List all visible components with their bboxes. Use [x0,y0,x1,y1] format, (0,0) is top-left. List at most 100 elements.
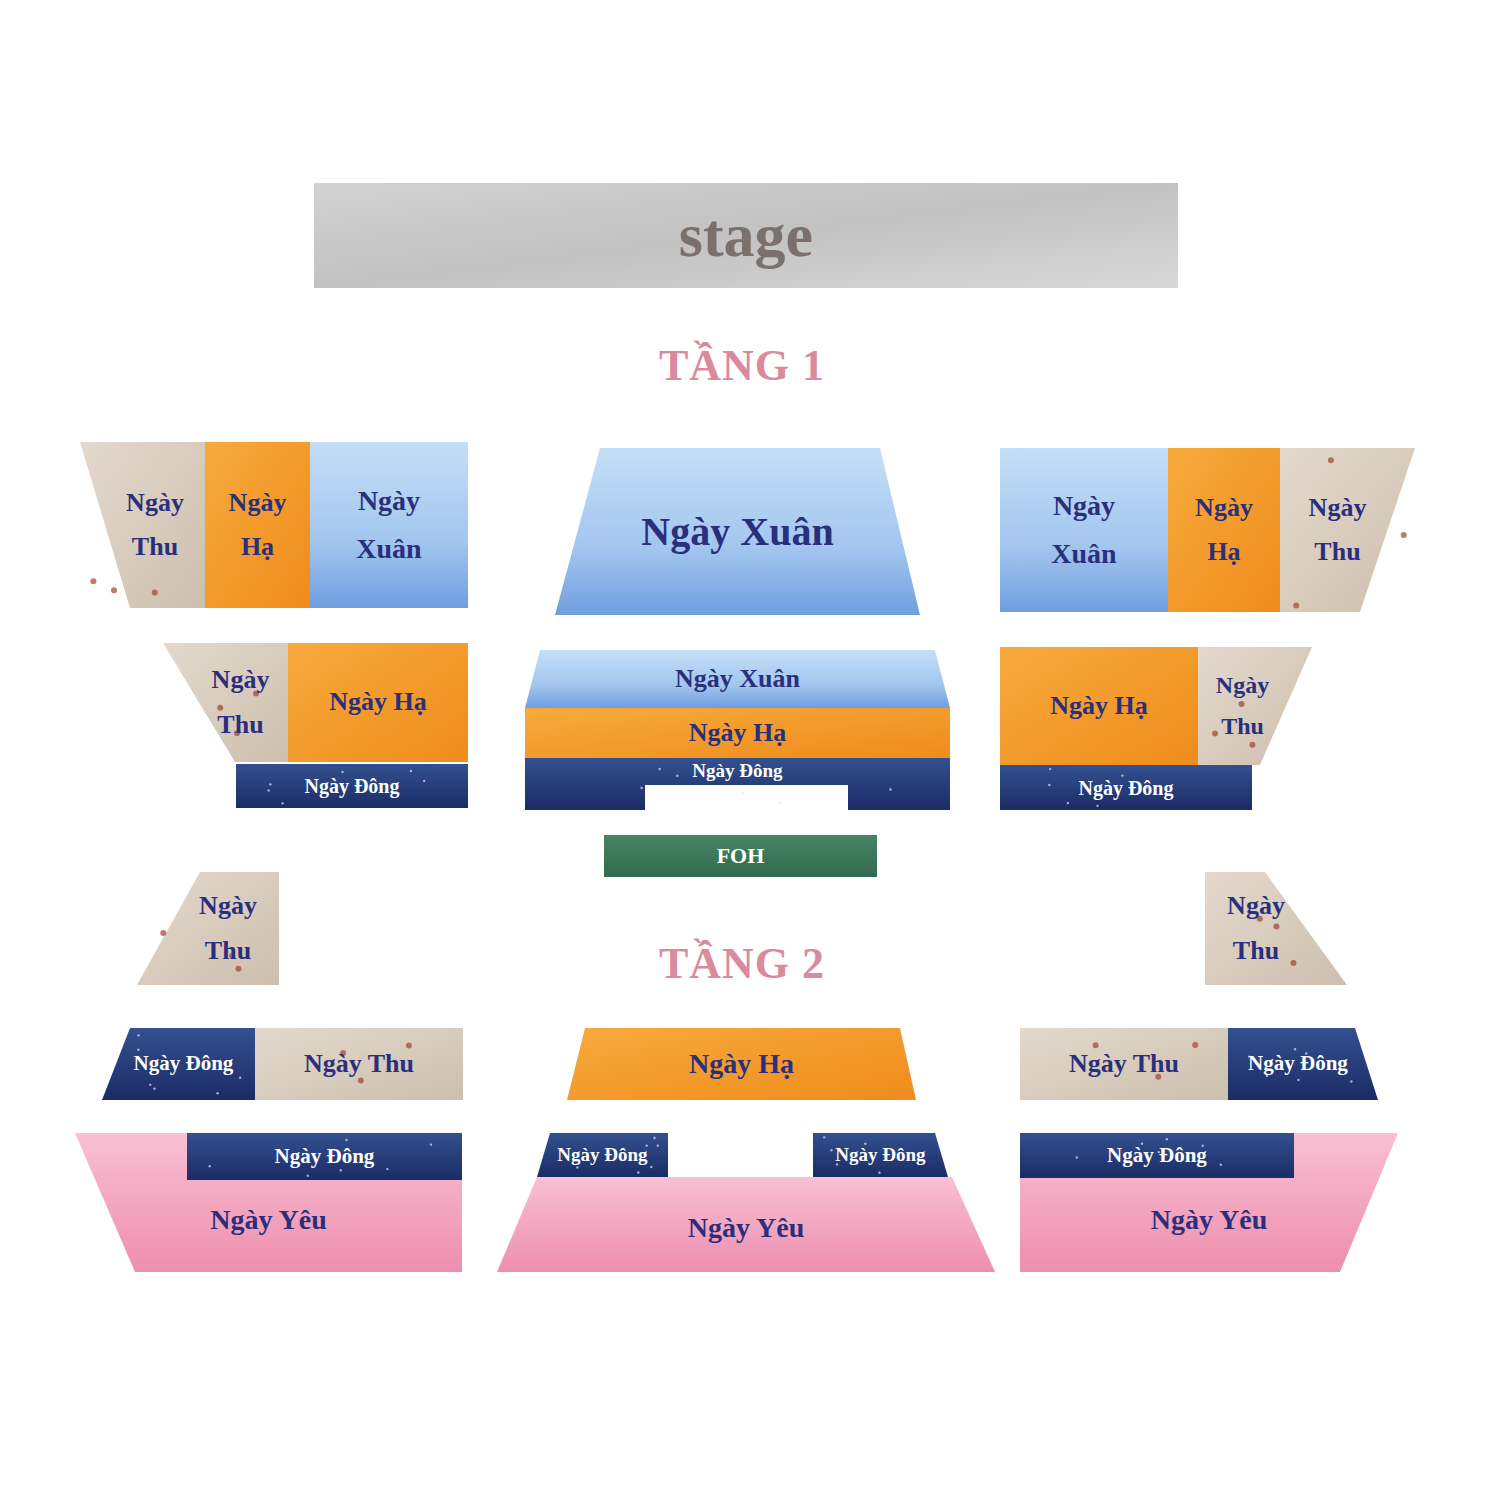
texture-speck [345,1139,347,1141]
section-label: Ngày Hạ [329,680,427,724]
section-label: Ngày Yêu [1151,1203,1267,1237]
texture-speck [423,780,425,782]
texture-speck [1067,802,1069,804]
texture-speck [1239,701,1245,707]
section-label: Ngày Yêu [210,1203,326,1237]
section-shape [1168,448,1280,612]
section-label: Ngày Thu [1069,1048,1179,1079]
section-label: Ngày Hạ [1050,684,1148,728]
seating-section: Ngày Xuân [1000,448,1168,612]
section-fill [310,442,468,608]
foh-booth: FOH [604,835,877,877]
texture-speck [676,775,678,777]
section-fill [1205,872,1347,985]
texture-speck [658,768,660,770]
section-label: Ngày Hạ [1184,486,1264,574]
texture-speck [1192,1042,1198,1048]
floor-label: TẦNG 1 [659,340,825,391]
section-shape [163,643,288,762]
seating-section: Ngày Xuân [525,650,950,708]
seating-section: Ngày Thu [1280,448,1415,612]
texture-speck [149,1084,151,1086]
section-fill [537,1133,668,1177]
section-fill [75,1133,462,1272]
texture-speck [239,1077,241,1079]
section-shape [310,442,468,608]
section-label: Ngày Thu [1298,486,1378,574]
section-fill [813,1133,948,1177]
stage-label: stage [679,201,813,269]
section-label: Ngày Đông [692,760,782,783]
seating-section: Ngày Đông [525,758,950,810]
texture-speck [341,771,343,773]
texture-speck [1093,1042,1099,1048]
texture-speck [637,1171,639,1173]
seating-section: Ngày Thu [255,1028,463,1100]
texture-speck [216,1092,218,1094]
texture-speck [1220,1163,1222,1165]
section-fill [163,643,288,762]
texture-speck [406,1042,412,1048]
texture-speck [137,1049,139,1051]
section-label: Ngày Thu [188,884,268,972]
section-label: Ngày Thu [115,481,195,569]
seating-section: Ngày Đông [102,1028,255,1100]
texture-speck [741,792,743,794]
seating-section: Ngày Đông [1228,1028,1378,1100]
texture-speck [137,1034,139,1036]
texture-speck [779,802,781,804]
section-fill [1228,1028,1378,1100]
texture-speck [640,787,642,789]
section-label: Ngày Đông [275,1144,375,1169]
section-label: Ngày Thu [1203,665,1283,747]
seating-section: Ngày Thu [1020,1028,1228,1100]
seating-section: Ngày Thu [1198,647,1312,765]
texture-speck [1048,784,1050,786]
seating-section: Ngày Hạ [525,708,950,758]
section-fill [1198,647,1312,765]
texture-speck [1249,742,1255,748]
section-label: Ngày Thu [304,1048,414,1079]
section-fill [525,650,950,708]
section-fill [1020,1133,1398,1272]
section-fill [288,643,468,762]
section-shape [1198,647,1312,765]
section-label: Ngày Xuân [641,498,833,566]
section-shape [80,442,205,608]
texture-speck [1297,1079,1299,1081]
section-label: Ngày Xuân [1034,482,1134,577]
texture-speck [160,930,166,936]
section-shape [137,872,279,985]
section-shape [1000,448,1168,612]
section-fill [567,1028,916,1100]
seating-section: Ngày Hạ [1000,647,1198,765]
section-fill [187,1133,462,1180]
section-shape [1205,872,1347,985]
section-shape [205,442,310,608]
section-label: Ngày Đông [1107,1143,1207,1168]
section-label: Ngày Đông [134,1051,234,1076]
texture-speck [1401,532,1407,538]
seating-section: Ngày Xuân [310,442,468,608]
seating-section: Ngày Hạ [567,1028,916,1100]
section-fill [497,1177,995,1272]
seating-section: Ngày Hạ [288,643,468,762]
texture-speck [269,783,271,785]
section-fill [255,1028,463,1100]
section-label: Ngày Hạ [689,1047,794,1081]
seating-section: Ngày Đông [813,1133,948,1177]
texture-speck [823,1136,825,1138]
section-fill [1020,1133,1294,1178]
texture-speck [1294,1048,1296,1050]
section-fill [555,448,920,615]
section-label: Ngày Xuân [339,477,439,572]
seating-section: Ngày Thu [137,872,279,985]
texture-speck [281,802,283,804]
texture-speck [267,789,269,791]
section-shape [1280,448,1415,612]
texture-speck [650,1166,652,1168]
section-label: Ngày Đông [304,774,399,798]
texture-speck [430,1143,432,1145]
texture-speck [889,788,891,790]
texture-speck [1076,1156,1078,1158]
